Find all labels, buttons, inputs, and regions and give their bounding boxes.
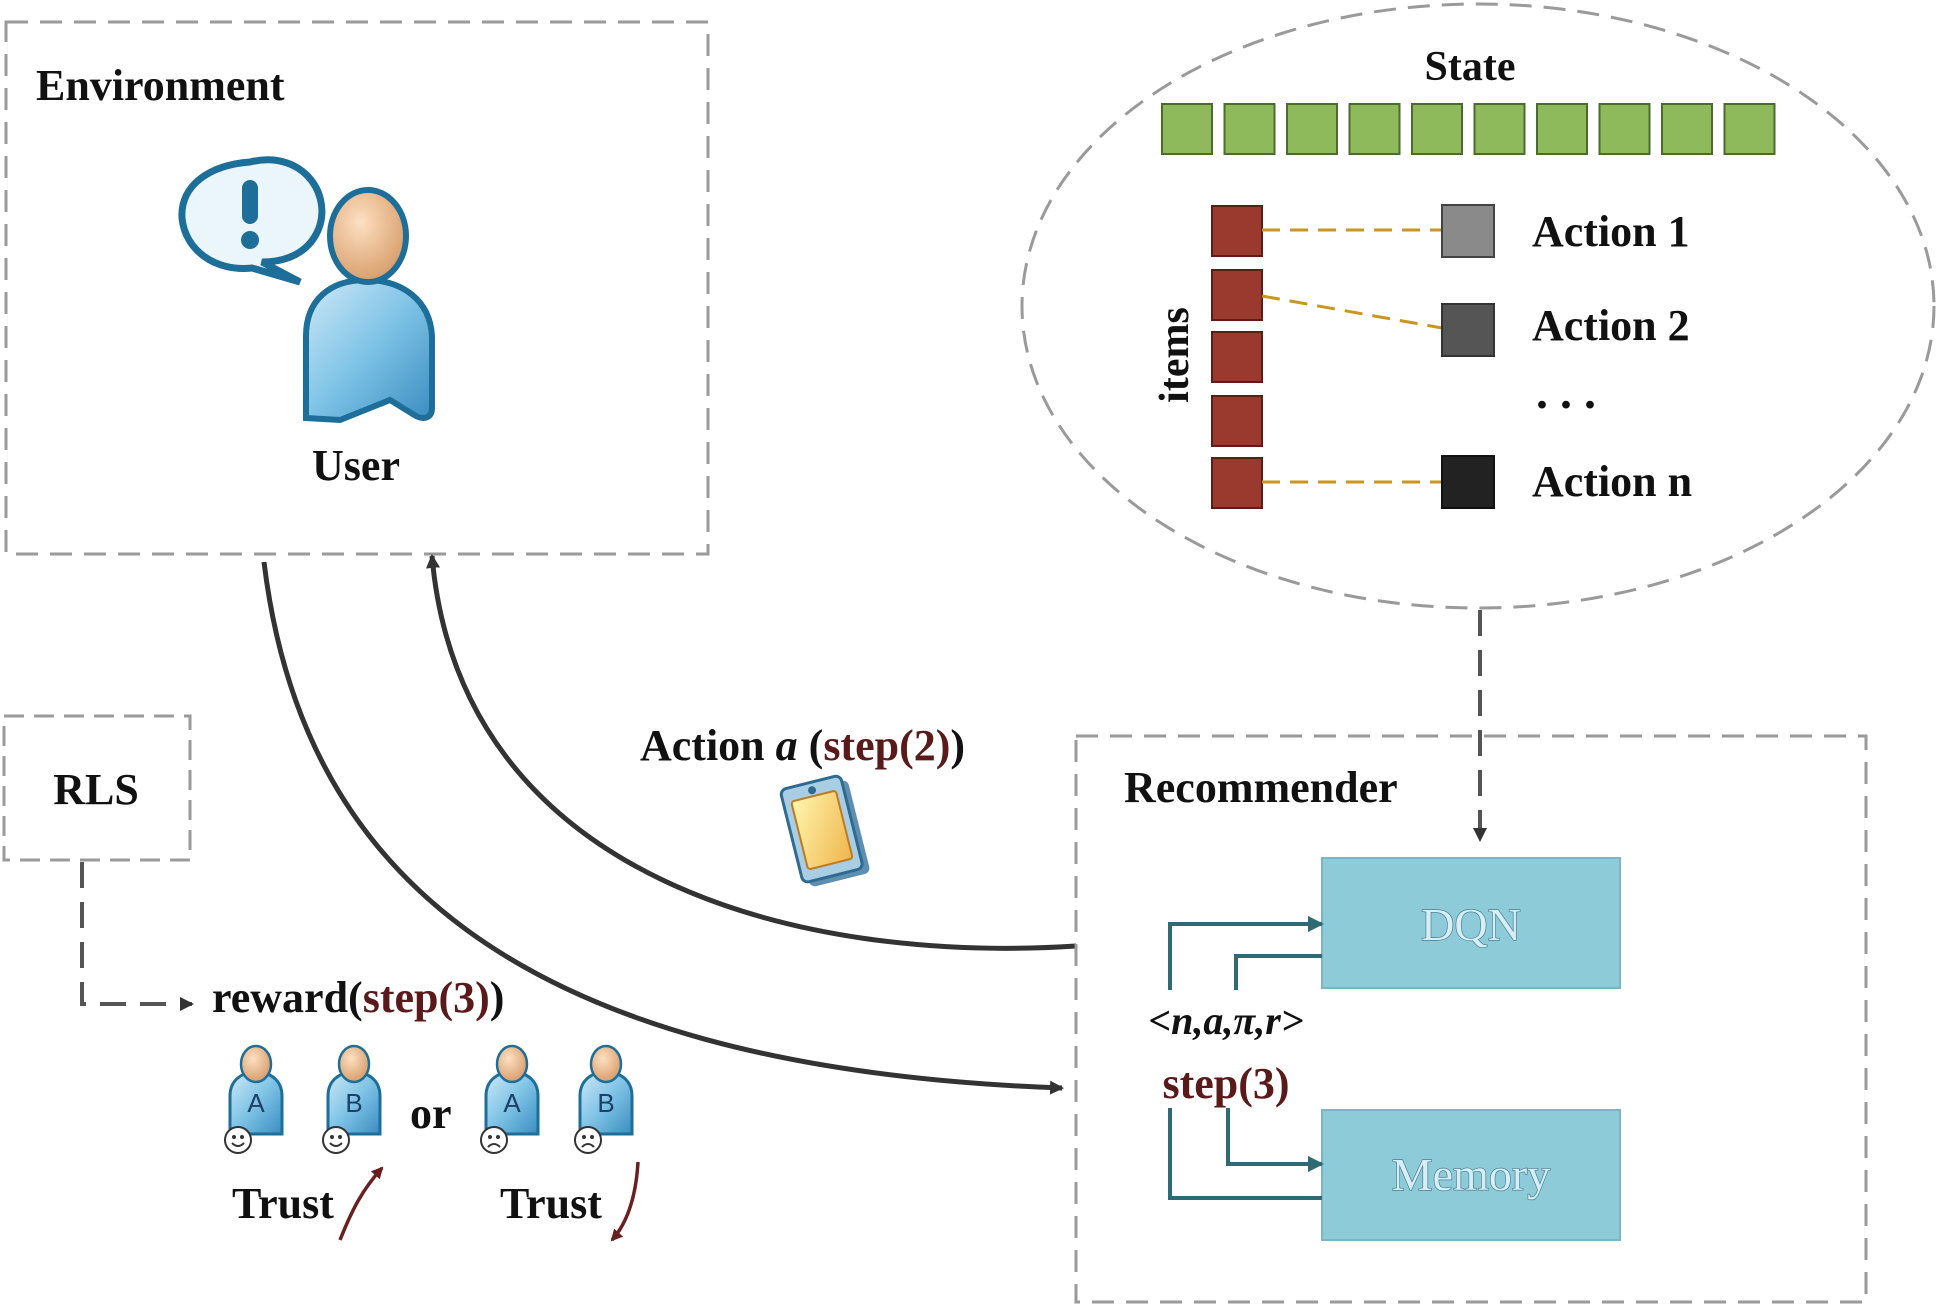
- recommender-title: Recommender: [1124, 763, 1398, 812]
- step-to-memory-arrow: [1226, 1108, 1324, 1172]
- action-1-label: Action 1: [1532, 207, 1690, 256]
- trust-up-arrow: [338, 1166, 384, 1241]
- environment-title: Environment: [36, 61, 285, 110]
- state-cell: [1411, 103, 1463, 155]
- trust-person-letter: B: [345, 1088, 362, 1118]
- item-column: [1211, 205, 1263, 509]
- trust-person-icon: A: [480, 1044, 540, 1154]
- smiley-happy-icon: [322, 1126, 350, 1154]
- or-label: or: [410, 1089, 452, 1138]
- action-n-square: [1441, 455, 1495, 509]
- trust-person-letter: A: [247, 1088, 265, 1118]
- item-cell: [1211, 395, 1263, 447]
- item-cell: [1211, 457, 1263, 509]
- state-vector: [1161, 103, 1776, 155]
- step-to-memory-line: [1168, 1108, 1322, 1200]
- item-cell: [1211, 269, 1263, 321]
- dqn-box: [1321, 857, 1621, 989]
- smiley-happy-icon: [224, 1126, 252, 1154]
- transition-tuple: <n,a,π,r>: [1148, 998, 1303, 1043]
- state-panel: State items Action 1 Action 2 . . . Acti…: [1020, 2, 1936, 610]
- action-1-square: [1441, 204, 1495, 258]
- environment-box: Environment User: [4, 20, 710, 556]
- rls-box: RLS: [2, 714, 192, 862]
- items-label: items: [1152, 307, 1198, 403]
- recommender-step-label: step(3): [1162, 1059, 1289, 1108]
- memory-box: [1321, 1109, 1621, 1241]
- user-icon: [303, 187, 435, 424]
- user-label: User: [312, 441, 400, 490]
- action-ellipsis: . . .: [1536, 366, 1596, 419]
- item-cell: [1211, 331, 1263, 383]
- trust-person-letter: B: [597, 1088, 614, 1118]
- state-cell: [1598, 103, 1651, 155]
- recommender-box: Recommender DQN Memory <n,a,π,r> step(3): [1074, 734, 1868, 1304]
- action-n-label: Action n: [1532, 457, 1692, 506]
- trust-person-icon: B: [322, 1044, 382, 1154]
- item-card-icon: [779, 774, 870, 887]
- state-cell: [1473, 103, 1526, 155]
- state-cell: [1723, 103, 1776, 155]
- trust-person-icon: B: [574, 1044, 634, 1154]
- item-cell: [1211, 205, 1263, 257]
- state-label: State: [1425, 44, 1516, 90]
- action-2-connector: [1261, 294, 1443, 330]
- state-cell: [1348, 103, 1401, 155]
- recommender-to-environment-arrow: [426, 554, 1077, 951]
- state-cell: [1161, 103, 1213, 155]
- alert-bubble-icon: [178, 156, 326, 286]
- environment-to-recommender-arrow: [261, 561, 1064, 1095]
- action-2-label: Action 2: [1532, 301, 1690, 350]
- memory-label: Memory: [1392, 1149, 1550, 1200]
- trust-label-down: Trust: [500, 1179, 602, 1228]
- tuple-to-dqn-arrow: [1168, 916, 1324, 990]
- state-cell: [1223, 103, 1276, 155]
- smiley-sad-icon: [480, 1126, 508, 1154]
- reward-label: reward(step(3)): [212, 973, 504, 1022]
- rls-to-reward-arrow: [80, 862, 194, 1011]
- trust-label-up: Trust: [232, 1179, 334, 1228]
- trust-person-icon: A: [224, 1044, 284, 1154]
- state-cell: [1286, 103, 1338, 155]
- state-cell: [1536, 103, 1588, 155]
- action-2-square: [1441, 303, 1495, 357]
- trust-person-letter: A: [503, 1088, 521, 1118]
- state-cell: [1661, 103, 1713, 155]
- action-flow-label: Action a (step(2)): [640, 721, 965, 770]
- trust-down-arrow: [610, 1161, 640, 1242]
- smiley-sad-icon: [574, 1126, 602, 1154]
- rls-label: RLS: [53, 765, 139, 814]
- dqn-feedback-line: [1234, 954, 1322, 990]
- dqn-label: DQN: [1421, 899, 1521, 950]
